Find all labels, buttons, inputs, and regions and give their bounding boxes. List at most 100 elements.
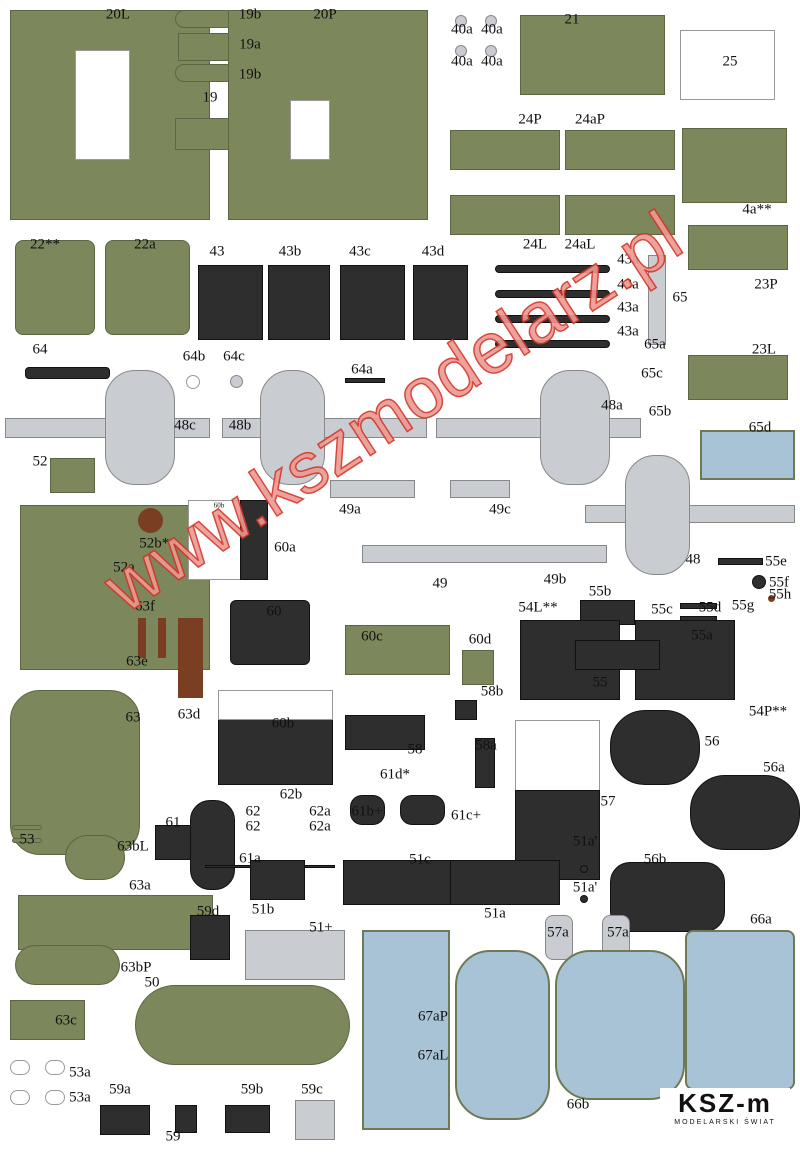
part-58b <box>455 700 477 720</box>
part-63 <box>10 690 140 855</box>
part-label: 55b <box>588 583 612 600</box>
part-63c <box>10 1000 85 1040</box>
part-label: 25 <box>722 53 738 70</box>
part-23p <box>688 225 788 270</box>
part-43d <box>413 265 468 340</box>
part-48b <box>260 370 325 485</box>
part-48a <box>540 370 610 485</box>
part-56a <box>690 775 800 850</box>
part-label: 49b <box>543 571 567 588</box>
part-label: 53 <box>19 831 35 848</box>
part-label: 51a' <box>572 833 598 850</box>
part-label: 50 <box>144 974 160 991</box>
part-19b <box>175 64 235 82</box>
part-label: 63bL <box>117 838 149 855</box>
part-19a <box>178 33 233 61</box>
part-64 <box>25 367 110 379</box>
part-51b <box>250 860 305 900</box>
part-51 <box>245 930 345 980</box>
part-label: 22a <box>134 236 156 253</box>
part-49a <box>330 480 415 498</box>
part-60a <box>240 500 268 580</box>
part-55h <box>768 595 775 602</box>
part-label: 65d <box>748 419 772 436</box>
part-label: 61a <box>239 850 261 867</box>
part-label: 55 <box>592 674 608 691</box>
part-label: 52a <box>113 559 135 576</box>
cutout <box>290 100 330 160</box>
part-label: 63 <box>125 709 141 726</box>
part-label: 53a <box>69 1089 91 1106</box>
part-53 <box>12 838 42 843</box>
part-label: 20P <box>313 6 337 23</box>
part-24al <box>565 195 675 235</box>
part-label: 63e <box>126 653 148 670</box>
part-label: 43b <box>278 243 302 260</box>
part-label: 55c <box>651 601 673 618</box>
part-66a <box>685 930 795 1090</box>
part-50 <box>135 985 350 1065</box>
part-63bl <box>65 835 125 880</box>
part-63d <box>178 618 203 698</box>
part-label: 60b <box>271 715 295 732</box>
part-21 <box>520 15 665 95</box>
part-65d <box>700 430 795 480</box>
part-64c <box>230 375 243 388</box>
part-label: 63c <box>55 1012 77 1029</box>
part-label: 67aP <box>418 1008 448 1025</box>
part-label: 63bP <box>120 959 152 976</box>
part-label: 24P <box>518 111 542 128</box>
part-label: 21 <box>564 11 580 28</box>
part-label: 63a <box>129 877 151 894</box>
part-label: 57a <box>607 924 629 941</box>
part-59c <box>295 1100 335 1140</box>
part-43b <box>268 265 330 340</box>
part-60d <box>462 650 494 685</box>
part-label: 43 <box>209 243 225 260</box>
part-59a <box>100 1105 150 1135</box>
part-43a <box>495 290 610 298</box>
part-51a1 <box>580 865 588 873</box>
part-40a <box>485 15 497 27</box>
part-43a <box>495 265 610 273</box>
part-label: 20L <box>105 6 131 23</box>
part-label: 51a <box>484 905 506 922</box>
part-61b <box>350 795 385 825</box>
part-label: 43d <box>421 243 445 260</box>
part-label: 53a <box>69 1064 91 1081</box>
part-55f <box>752 575 766 589</box>
part-label: 58b <box>480 683 504 700</box>
part-label: 19 <box>202 89 218 106</box>
part-label: 23P <box>754 276 778 293</box>
part-label: 23L <box>751 341 777 358</box>
part-label: 64b <box>182 348 206 365</box>
part-label: 59c <box>301 1081 323 1098</box>
part-label: 65 <box>672 289 688 306</box>
part-label: 48a <box>601 397 623 414</box>
part-22a <box>105 240 190 335</box>
part-label: 63d <box>177 706 201 723</box>
part-label: 51a' <box>572 879 598 896</box>
part-52b <box>138 508 163 533</box>
part-label: 19a <box>239 36 261 53</box>
part-66a-glass <box>555 950 685 1100</box>
part-label: 65b <box>648 403 672 420</box>
part-61c <box>400 795 445 825</box>
part-label: 55a <box>691 627 713 644</box>
part-61 <box>155 825 195 860</box>
part-label: 43a <box>617 251 639 268</box>
part-label: 56a <box>763 759 785 776</box>
part-label: 40a <box>481 21 503 38</box>
part-label: 40a <box>481 53 503 70</box>
part-label: 19b <box>238 66 262 83</box>
part-label: 58a <box>475 737 497 754</box>
part-24l <box>450 195 560 235</box>
cutout <box>75 50 130 160</box>
part-49c <box>450 480 510 498</box>
part-59d <box>190 915 230 960</box>
part-53a <box>10 1060 30 1075</box>
part-43c <box>340 265 405 340</box>
part-53 <box>12 825 42 830</box>
part-label: 57a <box>547 924 569 941</box>
